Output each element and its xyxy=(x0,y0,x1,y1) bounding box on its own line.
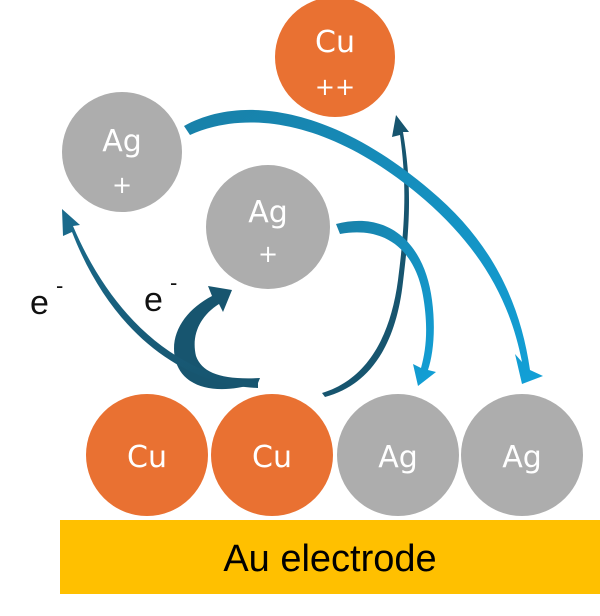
deposition-arrow-to-ag-1 xyxy=(336,220,436,386)
electron-arrow-to-middle-ag xyxy=(174,286,260,390)
atom-label: Ag xyxy=(378,440,418,475)
atom-label: Cu xyxy=(252,440,292,475)
oxidation-arrow-to-cu-ion xyxy=(322,115,410,397)
ion-charge-label: + xyxy=(258,240,278,268)
surface-atom-cu-1: Cu xyxy=(86,394,208,516)
electron-arrow-to-left-ag xyxy=(62,209,258,388)
electron-symbol: e xyxy=(30,284,49,322)
electron-superscript: - xyxy=(170,270,177,295)
ion-element-label: Ag xyxy=(102,124,142,159)
atom-label: Cu xyxy=(127,440,167,475)
atom-label: Ag xyxy=(502,440,542,475)
ion-charge-label: ++ xyxy=(315,73,355,101)
electron-label-left: e - xyxy=(30,273,63,322)
electron-superscript: - xyxy=(56,273,63,298)
ion-element-label: Ag xyxy=(248,195,288,230)
ion-element-label: Cu xyxy=(315,25,355,60)
deposition-arrow-to-ag-2 xyxy=(184,109,543,384)
ion-cu-plus-plus: Cu ++ xyxy=(275,0,395,117)
electron-symbol: e xyxy=(144,281,163,319)
surface-atom-ag-1: Ag xyxy=(337,394,459,516)
electron-label-middle: e - xyxy=(144,270,177,319)
electrode-label: Au electrode xyxy=(223,538,436,580)
surface-atom-cu-2: Cu xyxy=(211,394,333,516)
ion-ag-plus-left: Ag + xyxy=(62,92,182,212)
au-electrode xyxy=(60,520,600,594)
ion-ag-plus-middle: Ag + xyxy=(206,165,330,289)
ion-charge-label: + xyxy=(112,171,132,199)
surface-atom-ag-2: Ag xyxy=(461,394,583,516)
